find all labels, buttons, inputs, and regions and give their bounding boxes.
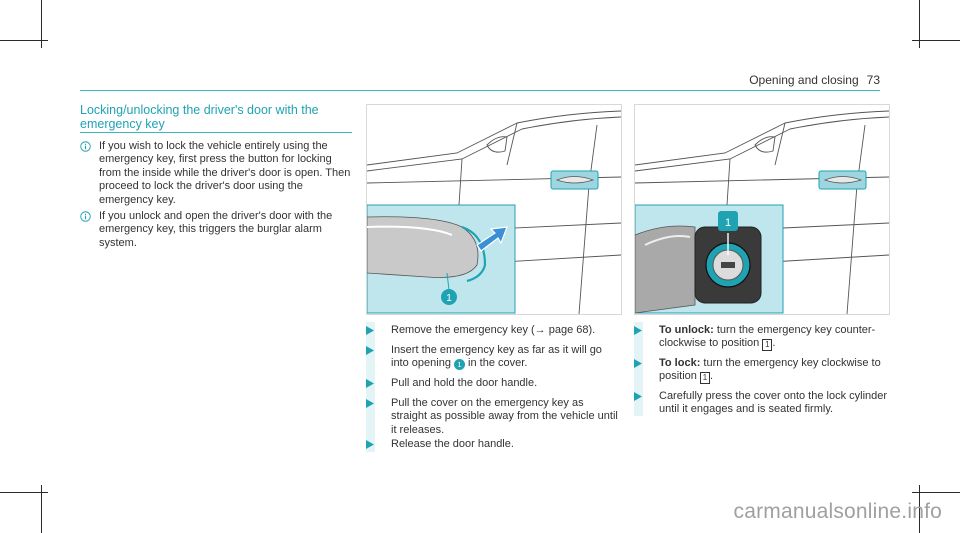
illustration-lock-cylinder: 1: [634, 104, 890, 315]
step-text: Pull the cover on the emergency key as s…: [391, 397, 618, 436]
note-alarm: If you unlock and open the driver's door…: [80, 210, 352, 250]
info-icon: [80, 211, 91, 222]
step-insert-key: Insert the emergency key as far as it wi…: [366, 344, 620, 371]
step-unlock: To unlock: turn the emergency key counte…: [634, 324, 888, 352]
figure-callout: 1: [725, 217, 731, 229]
step-text: Pull and hold the door handle.: [391, 377, 538, 389]
page-number: 73: [866, 73, 880, 87]
car-door-illustration: 1: [367, 110, 621, 314]
step-text: Carefully press the cover onto the lock …: [659, 390, 888, 416]
crop-mark: [919, 485, 920, 533]
step-text: Remove the emergency key (→ page 68).: [391, 324, 596, 336]
header-section-name: Opening and closing: [749, 73, 859, 87]
running-header: Opening and closing 73: [749, 73, 880, 87]
step-text: in the cover.: [465, 357, 528, 370]
step-lock: To lock: turn the emergency key clockwis…: [634, 357, 888, 385]
watermark: carmanualsonline.info: [733, 500, 942, 523]
step-remove-key: Remove the emergency key (→ page 68).: [366, 324, 620, 337]
crop-mark: [912, 40, 960, 41]
figure-callout: 1: [446, 293, 452, 304]
step-pull-handle: Pull and hold the door handle.: [366, 377, 620, 390]
illustration-remove-cover: 1: [366, 104, 622, 315]
note-lock-entirely: If you wish to lock the vehicle entirely…: [80, 140, 352, 207]
position-marker: 1: [762, 339, 773, 352]
step-arrow-icon: [366, 440, 374, 449]
step-text: turn the emergency key clockwise to posi…: [659, 357, 881, 383]
crop-mark: [0, 40, 48, 41]
section-title: Locking/unlocking the driver's door with…: [80, 103, 319, 131]
crop-mark: [912, 492, 960, 493]
position-marker: 1: [699, 372, 710, 385]
step-arrow-icon: [634, 326, 642, 335]
step-arrow-icon: [366, 399, 374, 408]
crop-mark: [41, 0, 42, 48]
note-text: If you unlock and open the driver's door…: [99, 210, 333, 249]
header-rule: [80, 90, 880, 91]
callout-badge: 1: [454, 359, 465, 371]
crop-mark: [41, 485, 42, 533]
step-arrow-icon: [366, 326, 374, 335]
step-press-cover: Carefully press the cover onto the lock …: [634, 390, 888, 417]
step-text: turn the emergency key counter-clockwise…: [659, 324, 876, 350]
step-label: To unlock:: [659, 324, 714, 336]
step-bar: [366, 322, 375, 452]
step-arrow-icon: [366, 346, 374, 355]
step-bar: [634, 322, 643, 416]
step-release-handle: Release the door handle.: [366, 438, 620, 451]
step-text: Insert the emergency key as far as it wi…: [391, 344, 602, 370]
step-arrow-icon: [366, 379, 374, 388]
crop-mark: [0, 492, 48, 493]
step-arrow-icon: [634, 359, 642, 368]
crop-mark: [919, 0, 920, 48]
step-pull-cover: Pull the cover on the emergency key as s…: [366, 397, 620, 437]
info-icon: [80, 141, 91, 152]
car-door-illustration: 1: [635, 110, 889, 314]
note-text: If you wish to lock the vehicle entirely…: [99, 140, 351, 206]
step-arrow-icon: [634, 392, 642, 401]
step-label: To lock:: [659, 357, 701, 369]
title-rule: [80, 132, 352, 133]
step-text: Release the door handle.: [391, 438, 514, 450]
